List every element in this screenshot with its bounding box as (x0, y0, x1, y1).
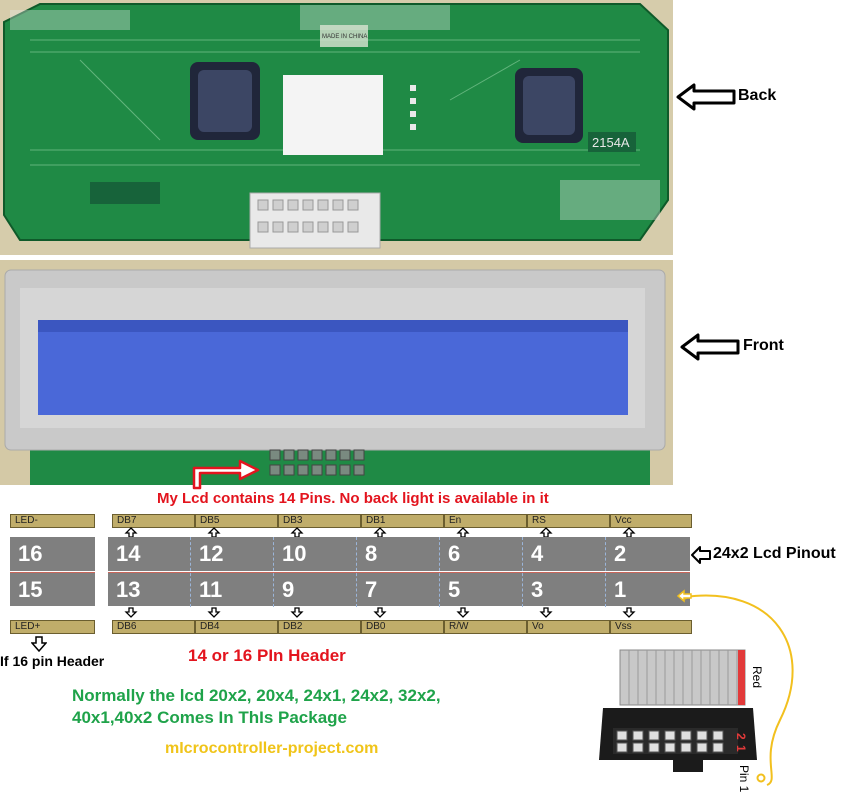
back-label: Back (738, 87, 777, 104)
red-arrow (190, 458, 262, 497)
pin-separator (605, 537, 606, 607)
hollow-arrow-left-icon (691, 546, 711, 564)
pin1-pointer (676, 589, 693, 608)
pin-5: 5 (440, 572, 523, 606)
red-arrow-right-icon (192, 459, 260, 490)
hollow-arrow-left-icon (676, 589, 692, 603)
pin-number: 5 (448, 577, 461, 602)
pin-3: 3 (523, 572, 606, 606)
front-arrow (680, 332, 742, 367)
signal-label-bottom-0: LED+ (10, 620, 95, 634)
signal-label-top-1: DB7 (112, 514, 195, 528)
pin-number: 2 (614, 541, 627, 566)
signal-label-bottom-7: Vss (610, 620, 692, 634)
normally-line-2: 40x1,40x2 Comes In ThIs Package (72, 708, 347, 727)
front-label: Front (743, 337, 784, 354)
pin-number: 8 (365, 541, 378, 566)
chip-marking: 2154A (592, 135, 630, 150)
if16-label: If 16 pin Header (0, 653, 105, 669)
pin-number: 3 (531, 577, 544, 602)
signal-label-bottom-5: R/W (444, 620, 527, 634)
signal-label-bottom-6: Vo (527, 620, 610, 634)
pin-number: 10 (282, 541, 307, 566)
made-in-label: MADE IN CHINA (322, 34, 367, 40)
pin-number: 11 (199, 577, 223, 602)
pin-number: 15 (18, 577, 43, 602)
pin-number: 9 (282, 577, 295, 602)
site-url: mIcrocontroller-project.com (165, 740, 379, 757)
hollow-arrow-left-icon (676, 83, 736, 111)
hollow-arrow-left-icon (680, 333, 740, 361)
signal-label-top-2: DB5 (195, 514, 278, 528)
small-down-arrow-icon (30, 636, 48, 653)
normally-line-1: Normally the lcd 20x2, 20x4, 24x1, 24x2,… (72, 686, 441, 705)
pin-separator (522, 537, 523, 607)
pinout-arrow (690, 544, 712, 571)
pin-number: 14 (116, 541, 141, 566)
pin-separator (356, 537, 357, 607)
pin-number: 1 (614, 577, 627, 602)
signal-label-top-0: LED- (10, 514, 95, 528)
signal-label-top-4: DB1 (361, 514, 444, 528)
pin-number: 16 (18, 541, 43, 566)
if16-arrow (30, 636, 48, 657)
pin-2: 2 (606, 537, 690, 571)
red-wire-label: Red (750, 666, 764, 688)
signal-label-bottom-1: DB6 (112, 620, 195, 634)
signal-label-top-5: En (444, 514, 527, 528)
small-down-arrow-icon (124, 607, 636, 618)
pin-14: 14 (108, 537, 191, 571)
pin-15: 15 (10, 572, 95, 606)
ribbon-connector-icon: 2 1 Red Pin 1 (599, 594, 794, 793)
pin-number: 13 (116, 577, 141, 602)
header-label: 14 or 16 PIn Header (188, 646, 346, 665)
pin-number: 6 (448, 541, 461, 566)
ribbon-connector: 2 1 Red Pin 1 (595, 590, 861, 800)
pin-8: 8 (357, 537, 440, 571)
pin-separator (439, 537, 440, 607)
pin-number: 7 (365, 577, 378, 602)
pin-10: 10 (274, 537, 357, 571)
lcd-front-photo (0, 260, 673, 485)
pinout-label: 24x2 Lcd Pinout (713, 545, 836, 562)
pin-12: 12 (191, 537, 274, 571)
connector-row-2: 2 (734, 733, 748, 740)
pin-11: 11 (191, 572, 274, 606)
lcd-back-photo: MADE IN CHINA 2154A (0, 0, 673, 255)
signal-label-bottom-2: DB4 (195, 620, 278, 634)
signal-label-top-7: Vcc (610, 514, 692, 528)
pin-number: 4 (531, 541, 544, 566)
back-arrow (676, 82, 738, 117)
pin-13: 13 (108, 572, 191, 606)
pin-6: 6 (440, 537, 523, 571)
connector-row-1: 1 (734, 745, 748, 752)
pin-16: 16 (10, 537, 95, 571)
pin-separator (190, 537, 191, 607)
pin-separator (273, 537, 274, 607)
pin-number: 12 (199, 541, 224, 566)
pin-1: 1 (606, 572, 690, 606)
signal-label-top-6: RS (527, 514, 610, 528)
signal-label-top-3: DB3 (278, 514, 361, 528)
pin-4: 4 (523, 537, 606, 571)
pin-7: 7 (357, 572, 440, 606)
pin-9: 9 (274, 572, 357, 606)
pin1-label: Pin 1 (737, 765, 751, 793)
signal-label-bottom-4: DB0 (361, 620, 444, 634)
backlight-note: My Lcd contains 14 Pins. No back light i… (157, 490, 549, 507)
signal-label-bottom-3: DB2 (278, 620, 361, 634)
